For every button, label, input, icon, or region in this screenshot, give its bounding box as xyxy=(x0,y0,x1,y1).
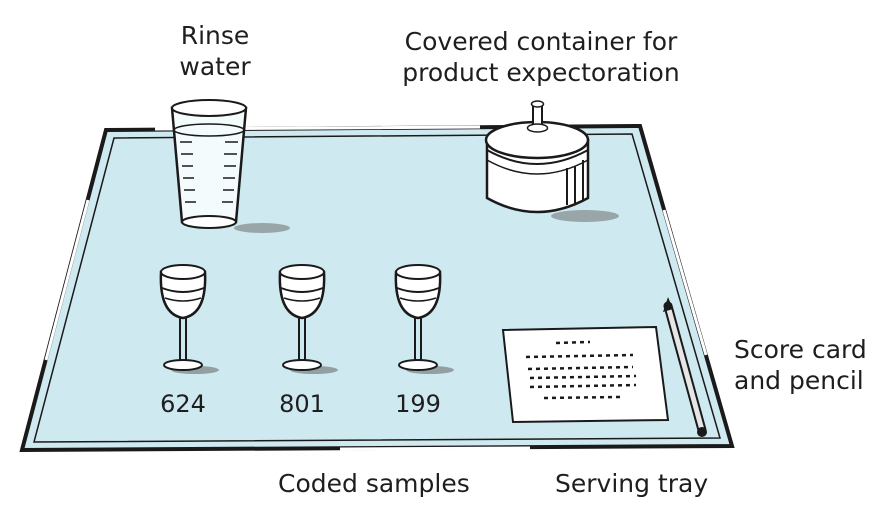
tray-handle-left xyxy=(44,199,90,361)
container-label: Covered container for product expectorat… xyxy=(396,26,686,88)
container-label-line-1: Covered container for xyxy=(404,27,678,56)
score-card-label-line-1: Score card xyxy=(734,335,867,364)
rinse-water-label-line-1: Rinse xyxy=(180,21,250,50)
score-card-label: Score card and pencil xyxy=(734,334,874,396)
score-card-label-line-2: and pencil xyxy=(734,366,864,395)
coded-samples-label: Coded samples xyxy=(278,469,470,498)
tray-handle-bottom xyxy=(339,446,531,451)
sample-code-label: 199 xyxy=(395,390,441,418)
covered-container-icon xyxy=(484,100,619,222)
rinse-water-label-line-2: water xyxy=(179,52,251,81)
pencil-icon xyxy=(663,297,707,437)
water-glass-icon xyxy=(170,99,290,233)
rinse-water-label: Rinse water xyxy=(175,20,255,82)
wine-glass-icon xyxy=(394,264,454,374)
serving-tray-label: Serving tray xyxy=(555,469,709,498)
score-card-icon xyxy=(501,325,670,424)
container-label-line-2: product expectoration xyxy=(402,58,680,87)
tray-inner-edge xyxy=(33,133,721,443)
wine-glass-icon xyxy=(159,264,219,374)
wine-glass-icon xyxy=(278,264,338,374)
sample-code-label: 801 xyxy=(279,390,325,418)
sample-code-label: 624 xyxy=(160,390,206,418)
tray-handle-right xyxy=(662,209,708,356)
